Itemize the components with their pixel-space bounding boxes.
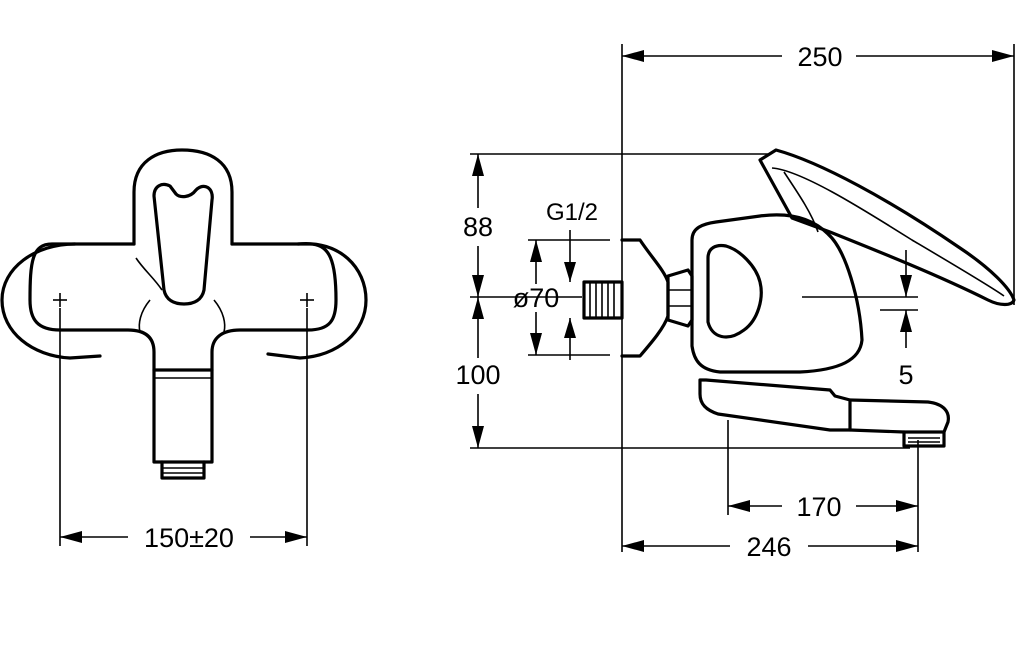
- dimension-150: 150±20: [60, 523, 307, 553]
- dimension-100: 100: [455, 297, 501, 448]
- body-contour: [138, 299, 226, 333]
- body-window: [706, 243, 763, 339]
- spout-tip: [848, 398, 950, 434]
- dimension-170: 170: [728, 492, 918, 522]
- lever-handle: [132, 148, 234, 246]
- wall-rosette: [620, 238, 670, 358]
- aerator: [160, 460, 206, 480]
- spout-front: [152, 368, 214, 464]
- lever-inner-line: [783, 171, 819, 233]
- lever-front: [152, 182, 214, 306]
- side-view: 250 246 170 88: [455, 42, 1016, 562]
- dimension-label-diameter-70: ø70: [513, 283, 560, 313]
- left-connector: [0, 242, 102, 360]
- thread-connector: [582, 280, 624, 320]
- thread-size-label: G1/2: [546, 199, 598, 226]
- right-connector: [266, 242, 368, 360]
- dimension-250: 250: [622, 42, 1014, 72]
- dimension-88: 88: [463, 154, 493, 297]
- dimension-label-5: 5: [898, 360, 913, 390]
- inlet-center-marks: [53, 293, 314, 307]
- dimension-246: 246: [622, 532, 918, 562]
- spout-side: [698, 378, 852, 432]
- thread-label-group: G1/2: [546, 199, 598, 360]
- dimension-label-150: 150±20: [144, 523, 234, 553]
- dimension-diameter-70: ø70: [513, 240, 560, 355]
- lever-top-line: [771, 167, 1005, 297]
- lever-side: [758, 148, 1016, 307]
- dimension-label-88: 88: [463, 212, 493, 242]
- front-view: 150±20: [0, 148, 368, 553]
- lever-detail: [135, 257, 163, 291]
- dimension-5: 5: [898, 250, 914, 390]
- dimension-label-246: 246: [746, 532, 791, 562]
- mixer-body-side: [690, 213, 864, 374]
- dimension-label-170: 170: [796, 492, 841, 522]
- spout-aerator: [902, 430, 946, 448]
- union-nut: [666, 268, 694, 328]
- valve-body: [28, 242, 338, 372]
- dimension-label-100: 100: [455, 360, 500, 390]
- dimension-label-250: 250: [797, 42, 842, 72]
